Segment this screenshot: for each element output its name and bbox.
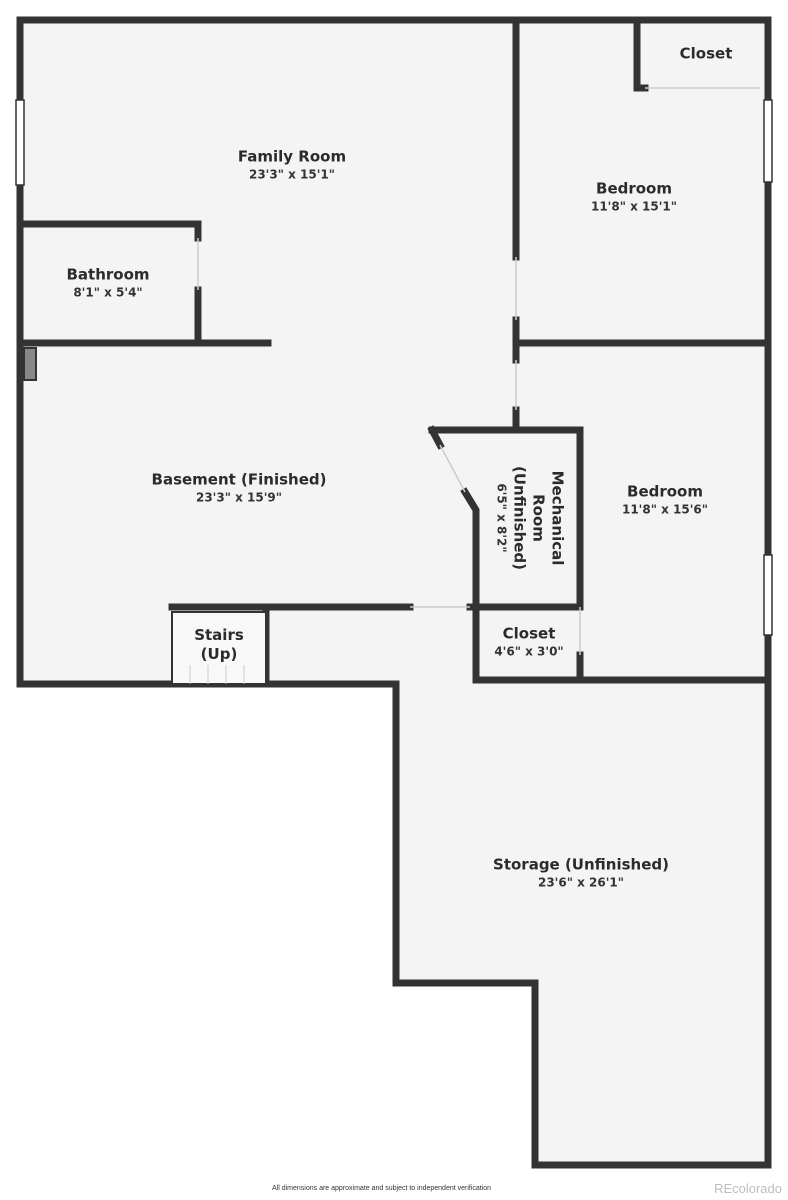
room-dims: 23'3" x 15'9" [195, 490, 283, 505]
door-opening [439, 444, 466, 493]
room-name: Closet [679, 44, 733, 63]
exterior-wall [16, 16, 772, 1169]
room-name: Bathroom [66, 265, 150, 284]
room-name: Storage (Unfinished) [493, 855, 669, 874]
mechanical-wall [427, 425, 584, 684]
room-name: (Up) [200, 645, 238, 663]
disclaimer-note: All dimensions are approximate and subje… [272, 1185, 492, 1192]
room-dims: 11'8" x 15'1" [590, 199, 678, 214]
room-name: Closet [502, 624, 556, 643]
room-name: (Unfinished) [510, 465, 529, 571]
room-name: Room [529, 494, 548, 542]
room-name: Bedroom [596, 179, 672, 198]
room-dims: 23'3" x 15'1" [248, 167, 336, 182]
closet-wall [633, 16, 649, 92]
room-name: Mechanical [548, 470, 567, 566]
room-storage: Storage (Unfinished)23'6" x 26'1" [493, 856, 669, 891]
room-dims: 4'6" x 3'0" [494, 644, 564, 659]
room-basement: Basement (Finished)23'3" x 15'9" [152, 471, 327, 506]
watermark: REcolorado [714, 1181, 782, 1196]
floor-area [20, 20, 768, 1165]
room-closet-top: Closet [680, 45, 733, 64]
bathroom-wall [16, 220, 272, 347]
room-name: Family Room [237, 147, 347, 166]
room-name: Bedroom [627, 482, 703, 501]
bedroom-wall [512, 16, 772, 434]
room-name: Basement (Finished) [151, 470, 327, 489]
hatched-fixture [23, 347, 37, 381]
room-stairs: Stairs(Up) [194, 626, 244, 664]
closet-small-wall [472, 651, 772, 684]
room-dims: 8'1" x 5'4" [73, 285, 143, 300]
stairs-box [171, 611, 267, 685]
room-dims: 6'5" x 8'2" [494, 483, 509, 553]
window [763, 99, 773, 183]
window [763, 554, 773, 636]
room-name: Stairs [194, 626, 244, 644]
window [15, 99, 25, 186]
room-dims: 11'8" x 15'6" [621, 502, 709, 517]
room-dims: 23'6" x 26'1" [537, 875, 625, 890]
